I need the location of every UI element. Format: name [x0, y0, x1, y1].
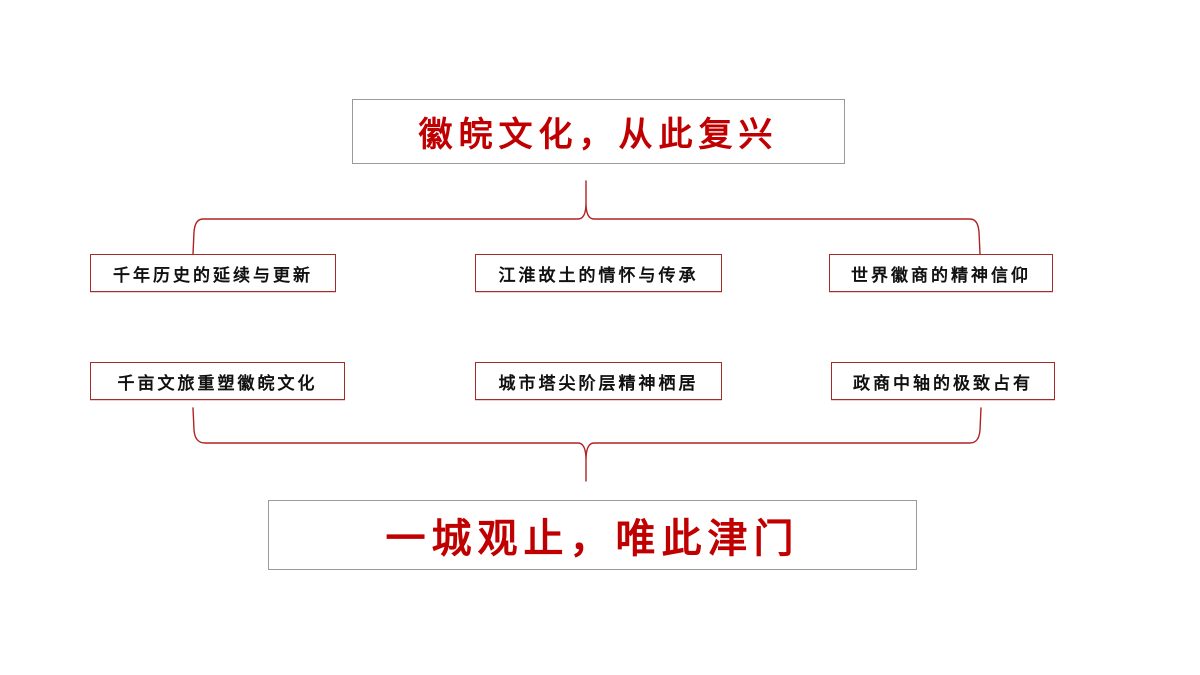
top-title-text: 徽皖文化，从此复兴	[418, 115, 779, 155]
top-title-box: 徽皖文化，从此复兴	[352, 99, 845, 164]
node-history-continuation: 千年历史的延续与更新	[90, 254, 336, 292]
node-elite-residence: 城市塔尖阶层精神栖居	[475, 362, 722, 400]
node-label: 江淮故土的情怀与传承	[498, 265, 699, 286]
top-bracket-icon	[192, 180, 981, 255]
node-jianghuai-heritage: 江淮故土的情怀与传承	[475, 254, 722, 292]
node-label: 政商中轴的极致占有	[853, 373, 1033, 394]
node-central-axis: 政商中轴的极致占有	[831, 362, 1055, 400]
node-cultural-tourism: 千亩文旅重塑徽皖文化	[90, 362, 345, 400]
bottom-title-text: 一城观止，唯此津门	[385, 515, 800, 562]
node-label: 千年历史的延续与更新	[113, 265, 313, 286]
node-label: 城市塔尖阶层精神栖居	[498, 373, 699, 394]
bottom-bracket-icon	[192, 407, 982, 482]
node-label: 千亩文旅重塑徽皖文化	[117, 373, 318, 394]
node-label: 世界徽商的精神信仰	[851, 265, 1031, 286]
bottom-title-box: 一城观止，唯此津门	[268, 500, 917, 570]
node-huishang-faith: 世界徽商的精神信仰	[829, 254, 1053, 292]
